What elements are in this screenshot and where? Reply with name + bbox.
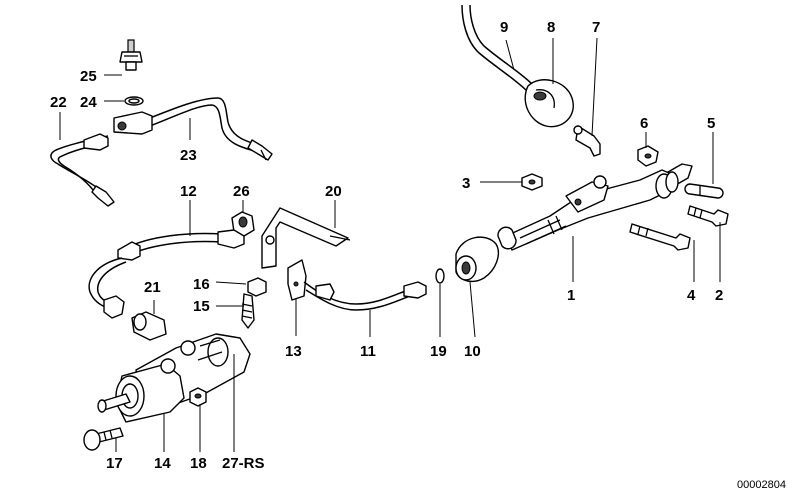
callout-5: 5 (707, 115, 715, 132)
document-number: 00002804 (737, 479, 786, 491)
pipe-22 (50, 133, 115, 207)
callout-12: 12 (180, 183, 197, 200)
hose-11 (303, 281, 427, 311)
boot-10 (455, 236, 500, 283)
callout-2: 2 (715, 287, 723, 304)
callout-7: 7 (592, 19, 600, 36)
callout-16: 16 (193, 276, 210, 293)
adapter-21 (131, 311, 167, 341)
bolt-17 (83, 427, 124, 451)
cover-8 (524, 79, 574, 128)
leader-lines (59, 37, 721, 452)
callout-27-rs: 27-RS (222, 455, 265, 472)
bleed-screw-15 (241, 293, 255, 329)
callout-20: 20 (325, 183, 342, 200)
callout-4: 4 (687, 287, 696, 304)
callout-22: 22 (50, 94, 67, 111)
callout-14: 14 (154, 455, 171, 472)
hose-12 (88, 229, 245, 319)
callout-17: 17 (106, 455, 123, 472)
callout-21: 21 (144, 279, 161, 296)
callout-24: 24 (80, 94, 97, 111)
nut-3 (521, 173, 543, 191)
ring-19 (435, 268, 445, 284)
clip-13 (287, 259, 307, 301)
pressure-switch-25 (119, 39, 143, 71)
pipe-23 (113, 97, 273, 161)
pushrod (97, 393, 131, 413)
callout-15: 15 (193, 298, 210, 315)
callout-25: 25 (80, 68, 97, 85)
cap-16 (247, 277, 267, 297)
callout-labels: 1 2 3 4 5 6 7 8 9 10 11 12 13 14 15 16 1… (50, 19, 723, 472)
slave-cylinder-14 (115, 333, 251, 423)
seal-ring-24 (124, 96, 144, 106)
pin-5 (684, 183, 724, 199)
callout-18: 18 (190, 455, 207, 472)
callout-3: 3 (462, 175, 470, 192)
callout-8: 8 (547, 19, 555, 36)
nut-18 (189, 387, 207, 407)
callout-1: 1 (567, 287, 575, 304)
callout-26: 26 (233, 183, 250, 200)
callout-10: 10 (464, 343, 481, 360)
master-cylinder-1 (497, 163, 693, 251)
connector-7 (573, 125, 601, 157)
callout-13: 13 (285, 343, 302, 360)
callout-11: 11 (360, 343, 376, 360)
callout-6: 6 (640, 115, 648, 132)
callout-9: 9 (500, 19, 508, 36)
bolt-2 (687, 205, 729, 227)
grommet-26 (231, 211, 255, 237)
bracket-20 (261, 207, 351, 269)
bushing-6 (637, 145, 659, 167)
bolt-4 (629, 223, 691, 251)
hose-9 (461, 4, 533, 93)
callout-19: 19 (430, 343, 447, 360)
callout-23: 23 (180, 147, 197, 164)
